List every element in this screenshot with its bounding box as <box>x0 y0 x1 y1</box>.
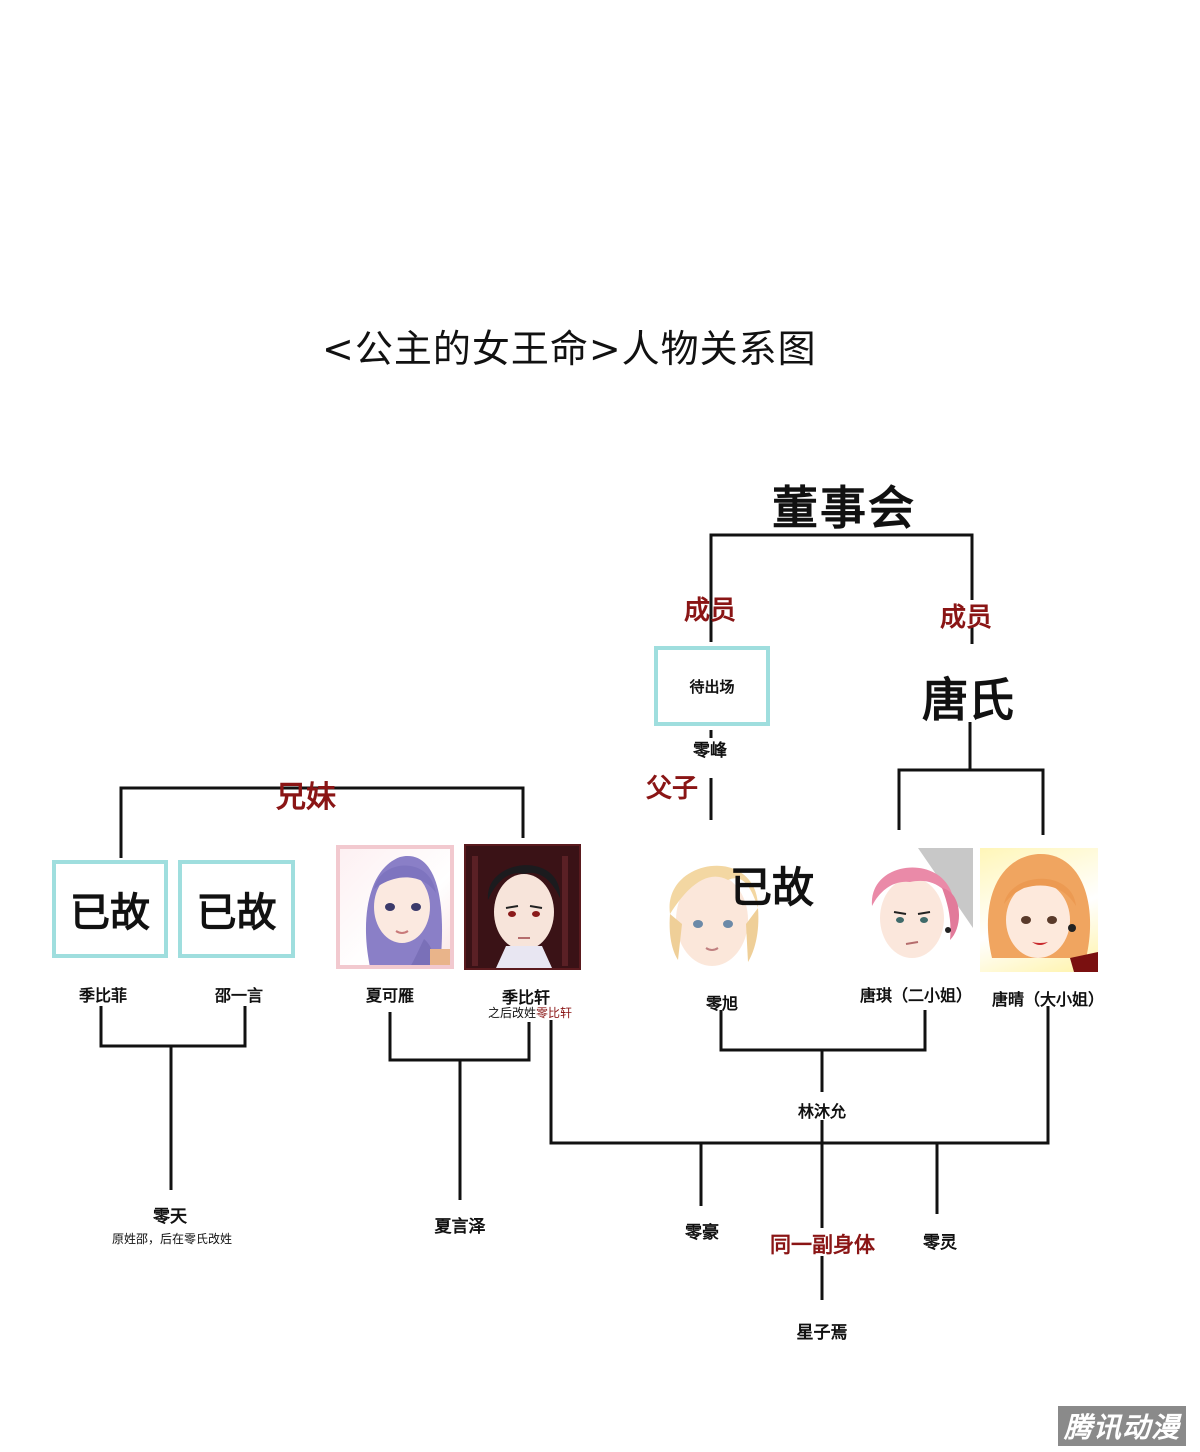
tang-qing-name: 唐晴（大小姐） <box>991 990 1104 1009</box>
deceased-text-1: 已故 <box>70 890 150 936</box>
tang-qi-name: 唐琪（二小姐） <box>859 986 972 1005</box>
pink-hair-girl-icon <box>871 848 973 958</box>
board-bracket <box>709 533 974 642</box>
pending-text: 待出场 <box>689 677 735 696</box>
ji-bixuan-portrait <box>464 844 581 970</box>
ling-feng-name: 零峰 <box>693 741 727 761</box>
tang-qing-portrait <box>980 848 1098 972</box>
member-label-right: 成员 <box>940 603 993 633</box>
blond-boy-icon <box>669 865 759 966</box>
ling-xu-portrait <box>654 844 772 972</box>
siblings-bracket <box>119 786 525 858</box>
ji-bixuan-note-prefix: 之后改姓 <box>487 1006 536 1020</box>
ling-xu-name: 零旭 <box>705 994 738 1013</box>
ling-xu-deceased-label: 已故 <box>730 863 815 912</box>
ling-tian-note: 原姓邵，后在零氏改姓 <box>111 1232 232 1246</box>
ji-bifei-name: 季比菲 <box>78 986 127 1005</box>
deceased-text-2: 已故 <box>196 890 277 936</box>
same-body-label: 同一副身体 <box>770 1232 875 1257</box>
ji-bixuan-note: 之后改姓零比轩 <box>480 1004 580 1021</box>
orange-hair-girl-icon <box>987 853 1098 972</box>
member-label-left: 成员 <box>684 596 737 626</box>
dark-hair-man-icon <box>466 846 579 968</box>
siblings-label: 兄妹 <box>276 780 336 815</box>
deceased-box-2: 已故 <box>178 860 295 958</box>
parents-children <box>549 1006 1050 1145</box>
board-label: 董事会 <box>772 481 916 535</box>
ji-bixuan-note-name: 零比轩 <box>536 1006 573 1020</box>
xia-yanze-name: 夏言泽 <box>434 1217 486 1237</box>
shao-yiyan-name: 邵一言 <box>214 986 263 1005</box>
ling-tian-name: 零天 <box>153 1207 187 1227</box>
tang-qi-portrait <box>858 848 973 970</box>
tang-bracket <box>897 768 1045 835</box>
xia-keyan-name: 夏可雁 <box>365 986 414 1005</box>
parents-lingtian <box>99 1006 247 1048</box>
purple-hair-girl-icon <box>365 856 450 965</box>
deceased-box-1: 已故 <box>52 860 168 958</box>
ji-bixuan-name: 季比轩 <box>501 988 550 1007</box>
parents-linmuyun <box>719 1010 927 1052</box>
xia-keyan-portrait <box>336 845 454 969</box>
ling-ling-name: 零灵 <box>923 1233 957 1253</box>
tang-clan-label: 唐氏 <box>922 673 1014 727</box>
watermark-logo: 腾讯动漫 <box>1057 1406 1186 1446</box>
pending-box: 待出场 <box>654 646 770 726</box>
father-son-label: 父子 <box>646 774 699 804</box>
page-title: <公主的女王命>人物关系图 <box>322 327 817 371</box>
ling-hao-name: 零豪 <box>685 1223 719 1243</box>
xing-ziyan-name: 星子焉 <box>796 1323 848 1343</box>
lin-muyun-name: 林沐允 <box>797 1102 846 1121</box>
